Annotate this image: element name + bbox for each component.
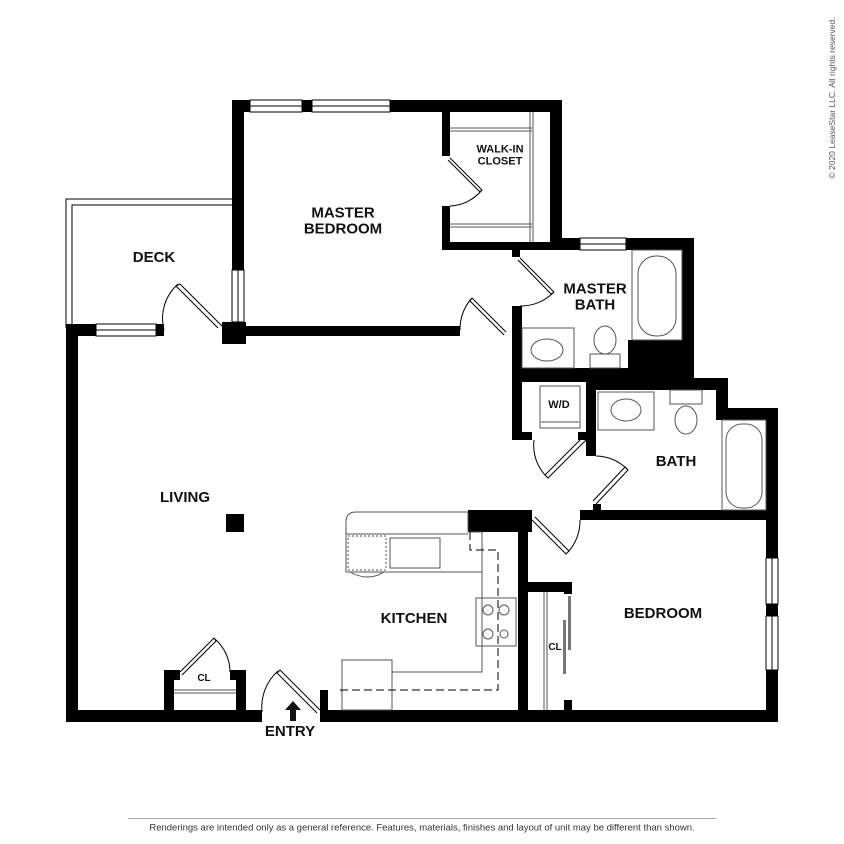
room-label-deck: DECK: [132, 249, 176, 267]
room-label-closet-bedroom: CL: [548, 641, 562, 653]
room-label-master-bedroom: MASTER BEDROOM: [304, 205, 382, 237]
room-label-closet-living: CL: [197, 672, 211, 684]
master-bedroom-line2: BEDROOM: [303, 220, 383, 237]
fixtures: [174, 112, 767, 711]
windows: [95, 99, 779, 671]
walk-in-closet-line2: CLOSET: [477, 155, 523, 167]
master-bedroom-line1: MASTER: [311, 204, 375, 222]
room-label-master-bath: MASTER BATH: [563, 281, 626, 313]
master-bath-line2: BATH: [574, 296, 616, 313]
disclaimer-text: Renderings are intended only as a genera…: [149, 822, 695, 834]
copyright-text: © 2020 LeaseStar LLC. All rights reserve…: [827, 17, 837, 179]
room-label-kitchen: KITCHEN: [380, 610, 448, 628]
room-label-wd: W/D: [548, 399, 570, 412]
doors: [162, 157, 629, 714]
deck-outline: [65, 198, 233, 328]
walls: [66, 100, 778, 722]
master-bath-line1: MASTER: [563, 280, 627, 298]
entry-label: ENTRY: [264, 723, 316, 741]
room-label-living: LIVING: [159, 489, 211, 507]
walk-in-closet-line1: WALK-IN: [476, 143, 524, 156]
room-label-bath: BATH: [655, 453, 697, 471]
disclaimer-divider: [128, 818, 716, 819]
room-label-walk-in-closet: WALK-IN CLOSET: [476, 144, 523, 167]
entry-arrow-icon: [285, 701, 301, 721]
room-label-bedroom: BEDROOM: [623, 605, 703, 623]
